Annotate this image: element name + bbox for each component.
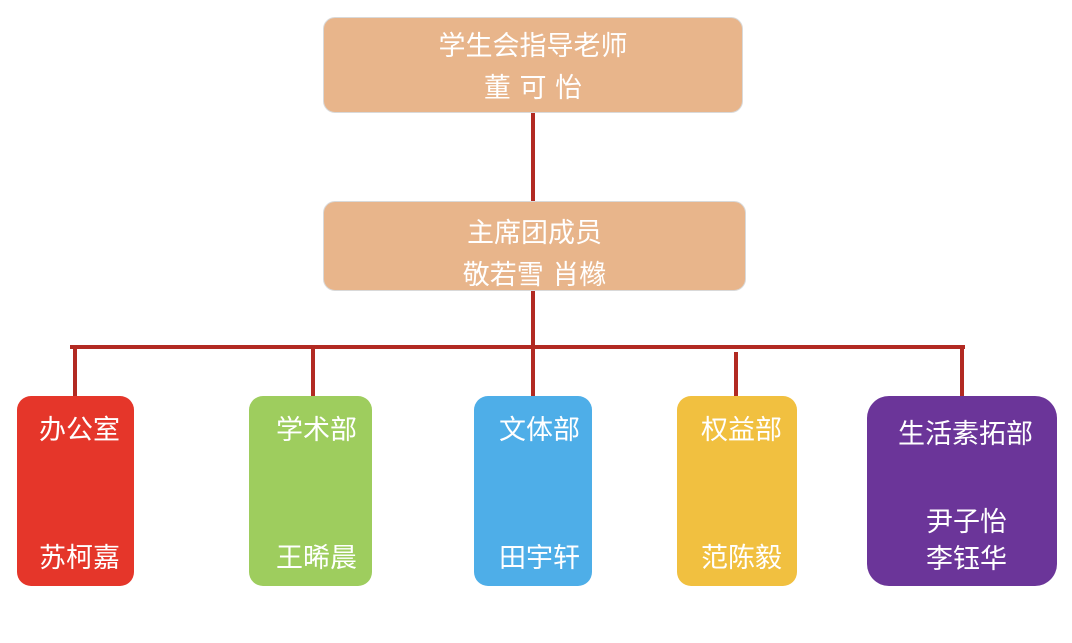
dept-culture-title: 文体部 (499, 415, 580, 446)
dept-rights-title: 权益部 (701, 415, 782, 446)
dept-life-member: 李钰华 (926, 544, 1007, 575)
connector-top-to-middle (531, 113, 535, 201)
dept-life-members: 尹子怡 李钰华 (867, 504, 1057, 578)
dept-life-box: 生活素拓部 尹子怡 李钰华 (867, 396, 1057, 586)
dept-culture-box: 文体部 田宇轩 (474, 396, 592, 586)
dept-office-box: 办公室 苏柯嘉 (17, 396, 134, 586)
dept-academic-box: 学术部 王晞晨 (249, 396, 372, 586)
connector-bus-to-office (73, 345, 77, 396)
advisor-box: 学生会指导老师 董 可 怡 (323, 17, 743, 113)
connector-bus-to-academic (311, 345, 315, 396)
presidium-names: 敬若雪 肖橼 (462, 260, 607, 291)
dept-academic-title: 学术部 (276, 415, 357, 446)
connector-horizontal-bus (70, 345, 965, 349)
dept-academic-member: 王晞晨 (276, 543, 357, 574)
dept-office-member: 苏柯嘉 (39, 543, 120, 574)
connector-middle-to-bus (531, 291, 535, 347)
dept-life-member: 尹子怡 (926, 507, 1007, 538)
dept-office-title: 办公室 (39, 415, 120, 446)
presidium-box: 主席团成员 敬若雪 肖橼 (323, 201, 746, 291)
dept-rights-box: 权益部 范陈毅 (677, 396, 797, 586)
connector-bus-to-culture (531, 345, 535, 396)
presidium-title: 主席团成员 (467, 218, 602, 249)
dept-life-title: 生活素拓部 (898, 419, 1033, 450)
connector-bus-to-rights (734, 352, 738, 396)
advisor-name: 董 可 怡 (483, 73, 583, 104)
connector-bus-to-life (960, 345, 964, 396)
advisor-title: 学生会指导老师 (438, 31, 628, 62)
dept-rights-member: 范陈毅 (701, 543, 782, 574)
dept-culture-member: 田宇轩 (499, 543, 580, 574)
